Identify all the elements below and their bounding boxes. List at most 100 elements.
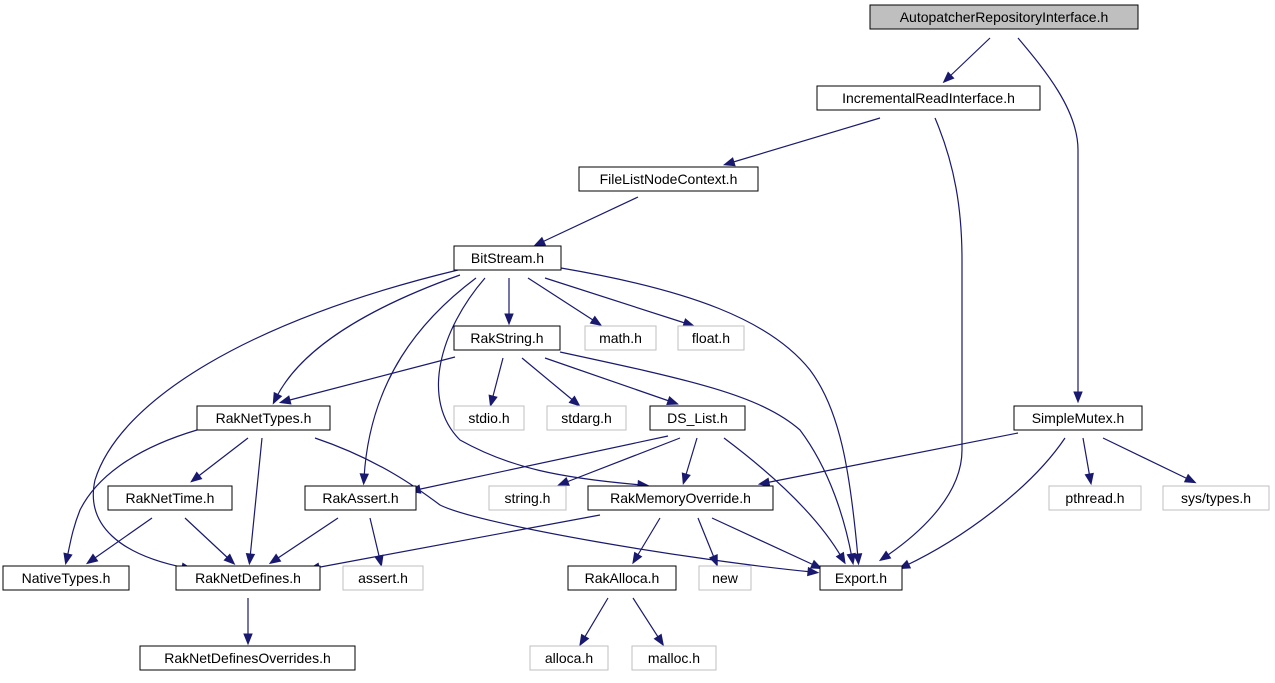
node-DS_List[interactable]: DS_List.h [649,405,746,431]
arrowhead-icon [245,553,256,566]
node-label: SimpleMutex.h [1032,410,1125,426]
node-label: new [712,570,739,586]
edge-RakAssert-to-assert [369,517,384,568]
node-box [578,166,759,192]
node-label: RakNetTime.h [126,490,215,506]
node-box [453,325,561,351]
arrowhead-icon [243,633,253,646]
node-RakAssert[interactable]: RakAssert.h [304,485,417,511]
edge-line [415,435,669,491]
arrowhead-icon [190,471,203,483]
edge-RakNetDefines-to-RakNetDefinesOverrides [243,598,253,646]
node-box [139,645,356,671]
edge-RakMemoryOverride-to-RakAlloca [632,517,661,565]
arrowhead-icon [1084,472,1094,486]
edge-RakString-to-RakNetTypes [278,356,456,405]
node-box [453,405,525,431]
edge-line [275,274,461,399]
node-math: math.h [584,325,657,351]
node-RakNetDefinesOverrides[interactable]: RakNetDefinesOverrides.h [139,645,356,671]
arrowhead-icon [223,553,236,566]
node-RakString[interactable]: RakString.h [453,325,561,351]
edge-RakAlloca-to-malloc [632,597,664,647]
node-AutopatcherRepositoryInterface[interactable]: AutopatcherRepositoryInterface.h [869,4,1139,30]
node-FileListNodeContext[interactable]: FileListNodeContext.h [578,166,759,192]
edge-line [66,429,198,559]
node-malloc: malloc.h [631,645,717,671]
edge-line [684,437,698,479]
node-label: assert.h [358,570,408,586]
node-IncrementalReadInterface[interactable]: IncrementalReadInterface.h [816,85,1041,111]
node-box [567,565,677,591]
node-box [584,325,657,351]
edge-line [723,437,843,559]
edge-line [697,517,716,561]
arrowhead-icon [632,551,643,565]
node-RakMemoryOverride[interactable]: RakMemoryOverride.h [587,485,774,511]
edge-line [1082,437,1091,479]
node-box [1162,485,1270,511]
edge-AutopatcherRepositoryInterface-to-IncrementalReadInterface [942,37,991,84]
edge-line [274,517,339,561]
node-string: string.h [488,485,567,511]
edge-DS_List-to-Export [723,437,846,565]
arrowhead-icon [85,553,99,565]
node-RakAlloca[interactable]: RakAlloca.h [567,565,677,591]
edge-line [184,517,231,561]
node-label: malloc.h [648,650,700,666]
node-SimpleMutex[interactable]: SimpleMutex.h [1013,405,1143,431]
edge-line [764,432,1019,484]
edge-line [563,437,681,484]
arrowhead-icon [504,313,514,326]
arrowhead-icon [1183,473,1197,484]
edge-line [582,597,609,641]
node-label: sys/types.h [1181,490,1251,506]
edge-line [363,277,477,479]
node-RakNetTypes[interactable]: RakNetTypes.h [196,405,331,431]
arrowhead-icon [681,472,691,486]
edge-IncrementalReadInterface-to-FileListNodeContext [722,117,881,167]
arrowhead-icon [579,633,590,647]
edge-FileListNodeContext-to-BitStream [533,196,639,247]
node-label: RakString.h [470,330,543,346]
edge-BitStream-to-float [544,277,695,328]
edge-line [635,517,661,559]
edge-line [195,437,249,479]
node-BitStream[interactable]: BitStream.h [453,245,562,271]
node-box [546,405,627,431]
node-box [587,485,774,511]
node-box [488,485,567,511]
edge-line [314,514,601,569]
node-new: new [698,565,752,591]
arrowhead-icon [568,395,581,407]
node-RakNetDefines[interactable]: RakNetDefines.h [175,565,321,591]
node-label: alloca.h [545,650,593,666]
node-label: string.h [505,490,551,506]
node-box [453,245,562,271]
edge-RakMemoryOverride-to-Export [711,517,823,570]
edge-RakAlloca-to-alloca [579,597,609,647]
arrowhead-icon [852,553,863,566]
node-pthread: pthread.h [1048,485,1142,511]
edge-SimpleMutex-to-RakMemoryOverride [757,432,1019,487]
edge-line [632,597,661,641]
arrowhead-icon [878,550,892,562]
node-systypes: sys/types.h [1162,485,1270,511]
node-NativeTypes[interactable]: NativeTypes.h [2,565,130,591]
node-label: math.h [599,330,642,346]
edge-SimpleMutex-to-pthread [1082,437,1094,486]
node-label: NativeTypes.h [22,570,111,586]
edge-BitStream-to-math [527,277,603,326]
node-label: stdio.h [468,410,509,426]
node-label: BitStream.h [471,250,544,266]
node-RakNetTime[interactable]: RakNetTime.h [107,485,233,511]
node-label: FileListNodeContext.h [600,171,738,187]
arrowhead-icon [666,396,679,406]
node-Export[interactable]: Export.h [819,565,903,591]
edge-SimpleMutex-to-Export [898,437,1066,570]
edge-line [947,37,991,79]
edge-line [91,517,153,561]
edge-RakString-to-stdarg [521,357,581,407]
edge-RakString-to-stdio [488,357,504,408]
